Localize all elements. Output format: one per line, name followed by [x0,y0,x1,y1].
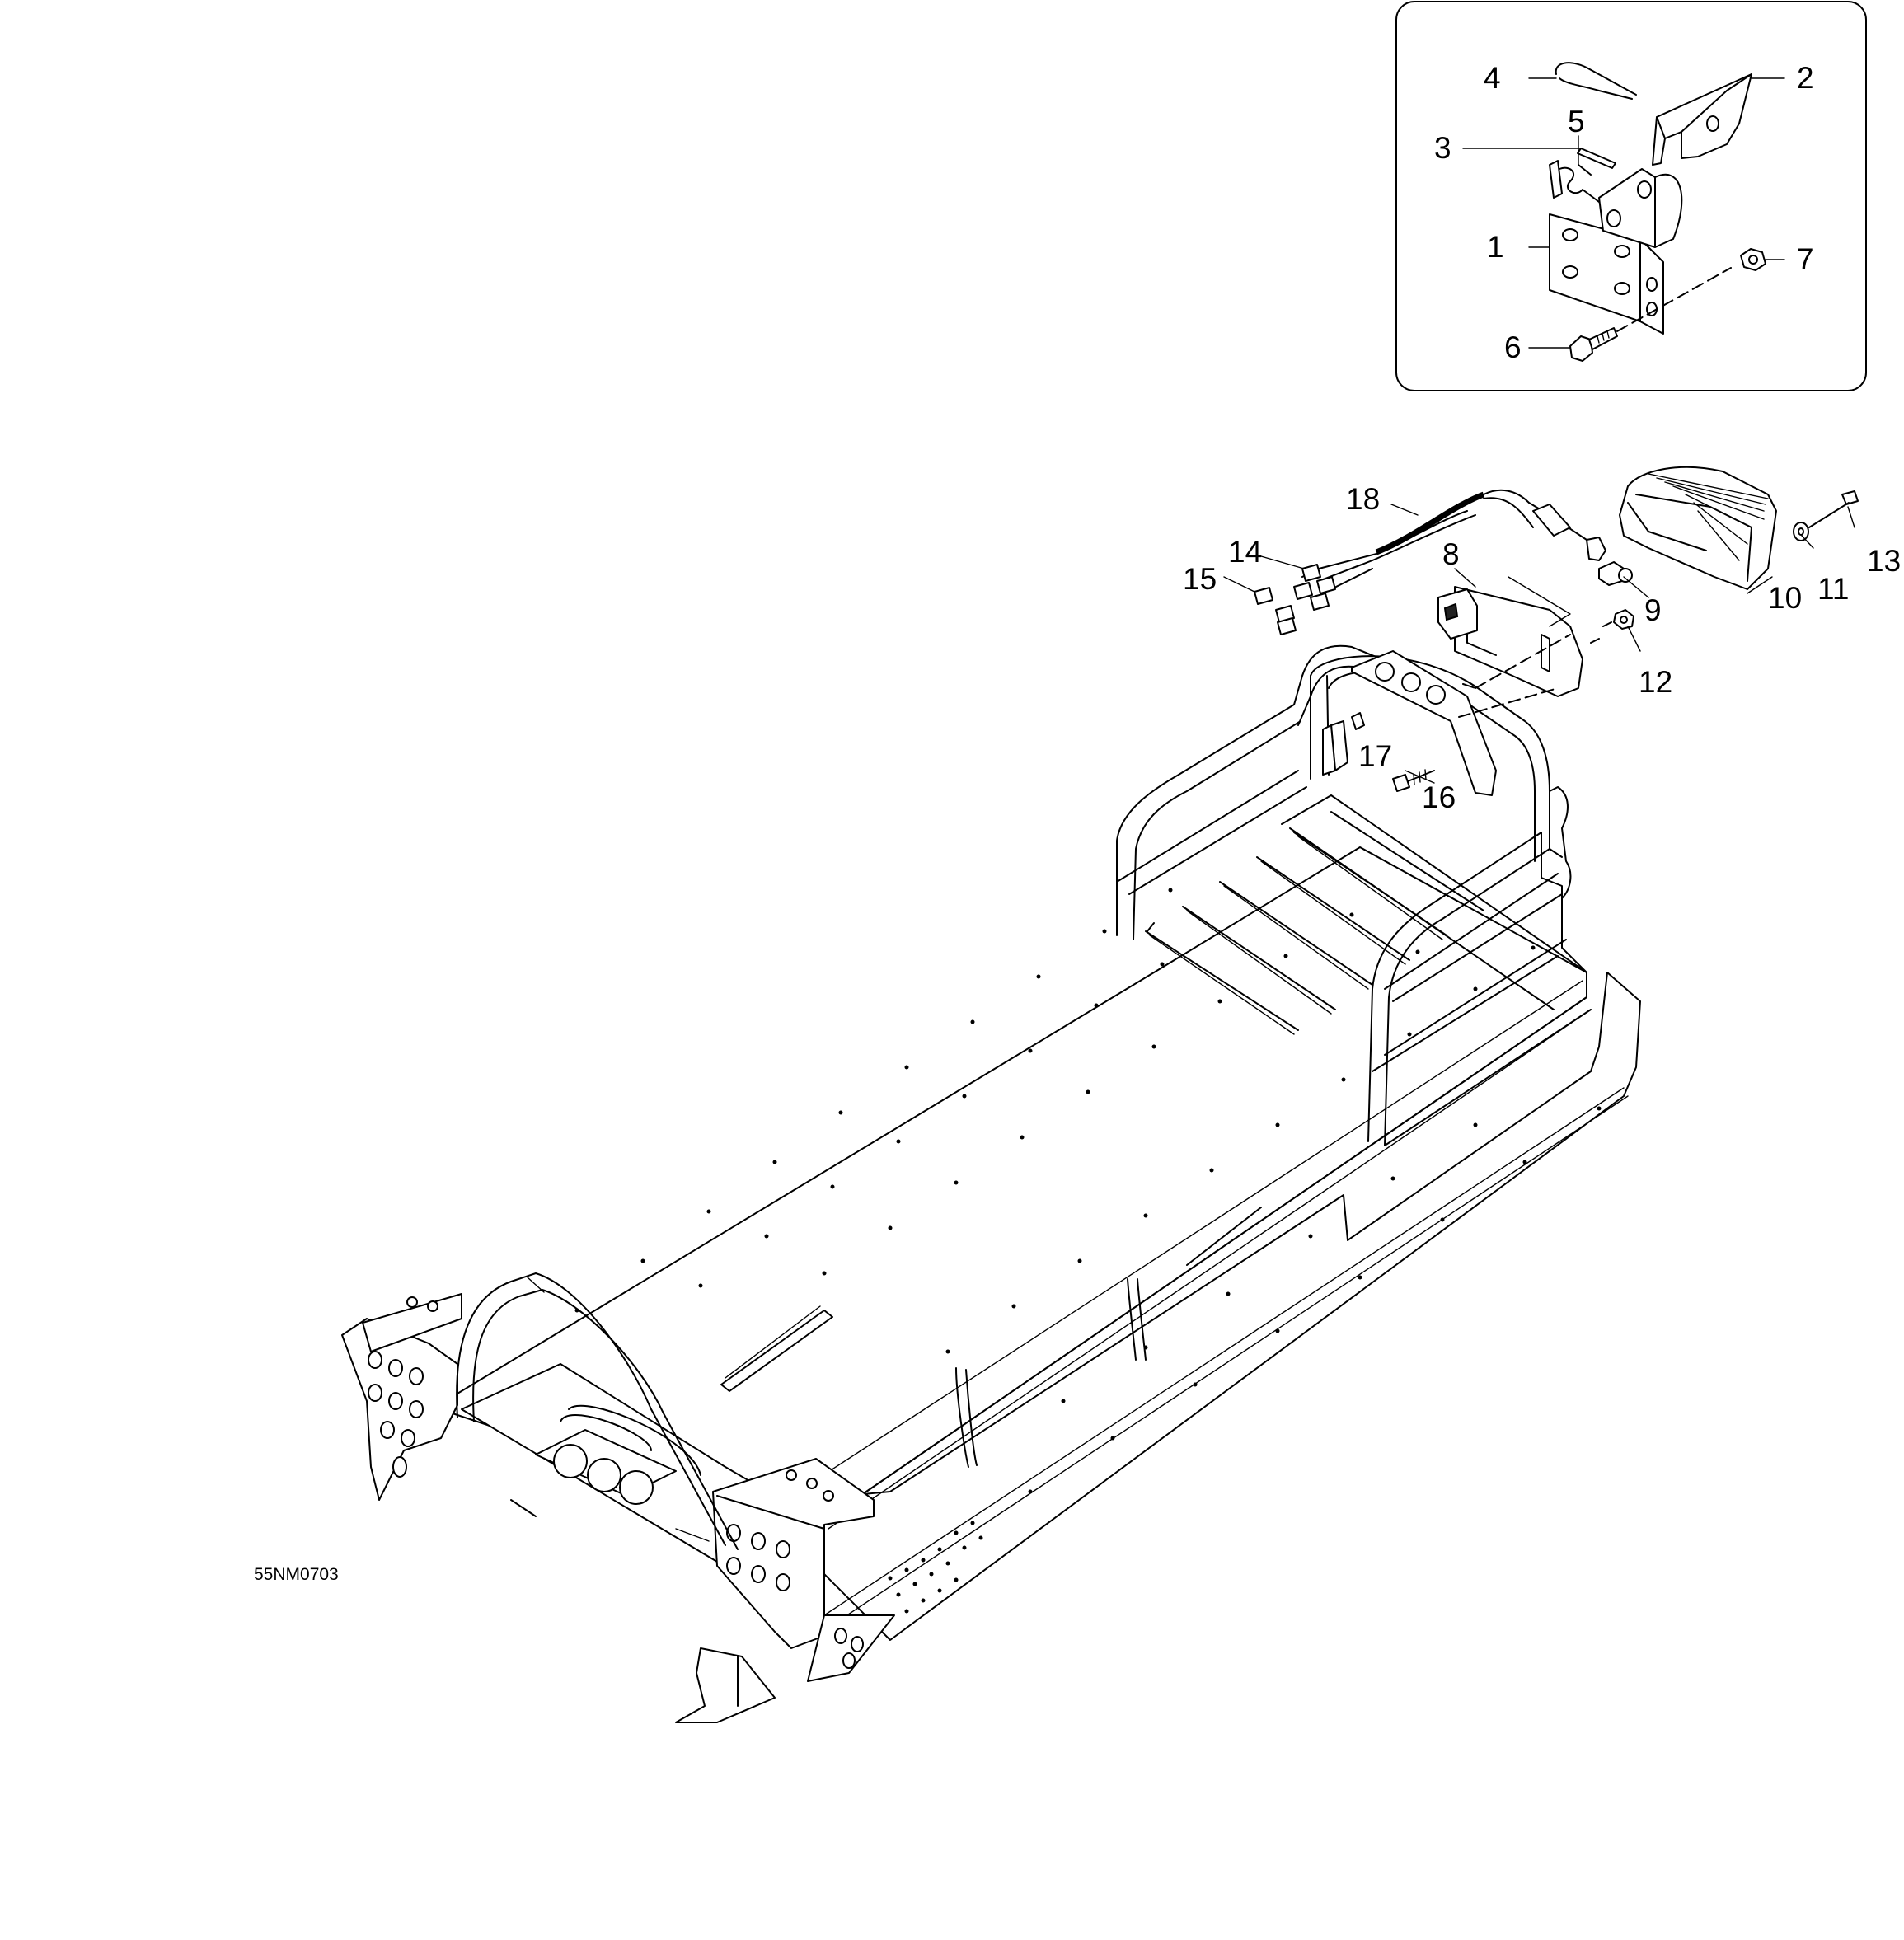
callout-8: 8 [1442,537,1460,571]
wiring-harness-part [1301,489,1587,594]
callout-4: 4 [1484,61,1501,95]
callout-16: 16 [1422,780,1456,814]
drawing-code: 55NM0703 [254,1565,339,1584]
terminals-part [1254,564,1336,635]
tail-lens-part [1619,466,1777,590]
screw-part [1808,490,1859,528]
mount-axis [1462,634,1571,689]
tow-tongue [675,1647,776,1723]
inset-frame [1395,1,1867,391]
rear-mount-plate [1351,650,1497,796]
callout-14: 14 [1228,535,1262,569]
washer-part [1793,522,1809,541]
nut-part [1740,248,1766,271]
front-grab-bar [456,1272,739,1550]
hitch-cover-part [1652,73,1752,166]
callout-5: 5 [1568,105,1585,138]
callout-6: 6 [1504,330,1522,364]
callout-13: 13 [1867,544,1901,578]
light-bracket-part [1437,576,1583,697]
callout-10: 10 [1768,581,1802,615]
callout-1: 1 [1487,230,1504,264]
sled-body [341,644,1641,1723]
callout-15: 15 [1183,562,1217,596]
callout-9: 9 [1644,593,1662,627]
callout-12: 12 [1639,665,1672,699]
bulb-part [1598,561,1633,586]
hitch-plate-part [1549,168,1683,335]
callout-2: 2 [1797,61,1814,95]
hair-pin-clip-part [1555,62,1637,100]
hitch-inset: 1 2 3 4 5 6 7 [1395,1,1867,391]
spring-pin-part [1549,160,1600,203]
callout-18: 18 [1346,482,1380,516]
callout-17: 17 [1358,739,1392,773]
pin-part [1577,148,1616,169]
callout-11: 11 [1817,572,1849,606]
nut-light-part [1590,609,1634,644]
sled-hull [461,972,1641,1641]
bolt-part [1569,267,1732,362]
main-leaders [1223,504,1855,784]
rear-cage [1116,644,1592,1146]
inset-leaders [1462,77,1785,349]
side-rivets [888,1106,1602,1614]
callout-7: 7 [1797,242,1814,276]
callout-3: 3 [1434,131,1451,165]
tail-light-assembly [1254,466,1859,792]
